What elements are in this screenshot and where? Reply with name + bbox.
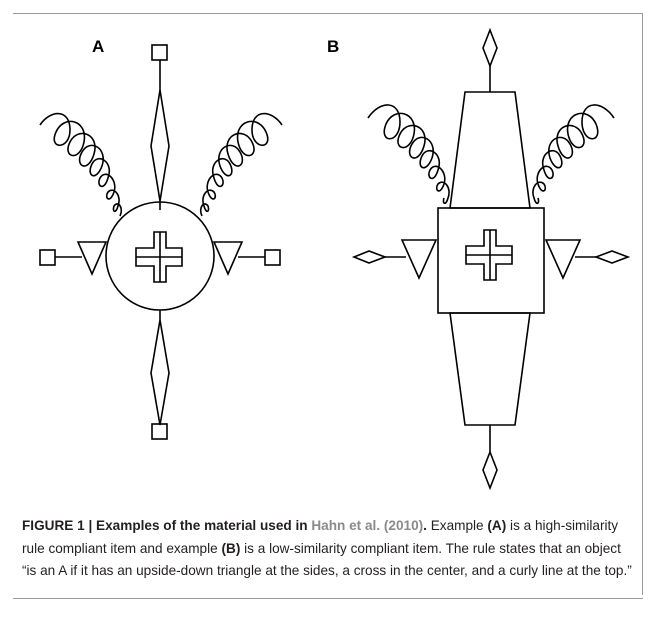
caption-text-1: Example	[427, 518, 487, 533]
caption-bottom-rule	[13, 598, 643, 599]
a-left-curly-line	[40, 114, 121, 216]
b-right-triangle	[546, 240, 580, 278]
figure-caption: FIGURE 1 | Examples of the material used…	[22, 515, 634, 583]
caption-citation-link[interactable]: Hahn et al. (2010)	[311, 518, 423, 533]
a-right-curly-line	[201, 114, 282, 216]
b-top-diamond	[483, 30, 497, 66]
a-right-square	[265, 250, 280, 265]
a-top-square	[152, 45, 167, 60]
caption-ref-b: (B)	[221, 541, 240, 556]
panel-a-item	[40, 45, 282, 439]
b-right-diamond	[596, 251, 628, 263]
b-bottom-diamond	[483, 452, 497, 488]
b-square-body	[438, 208, 544, 313]
caption-figure-label: FIGURE 1 | Examples of the material used…	[22, 518, 311, 533]
b-top-trapezoid	[450, 92, 530, 208]
b-bottom-trapezoid	[450, 313, 530, 425]
a-bottom-diamond	[151, 320, 169, 425]
b-right-curly-line	[533, 105, 614, 203]
b-left-diamond	[354, 251, 385, 263]
b-left-triangle	[402, 240, 436, 278]
a-top-diamond	[151, 90, 169, 201]
a-right-triangle	[214, 242, 242, 274]
a-left-triangle	[78, 242, 106, 274]
a-left-square	[40, 250, 55, 265]
a-bottom-square	[152, 424, 167, 439]
b-left-curly-line	[368, 105, 449, 203]
caption-ref-a: (A)	[487, 518, 506, 533]
panel-b-item	[354, 30, 628, 488]
